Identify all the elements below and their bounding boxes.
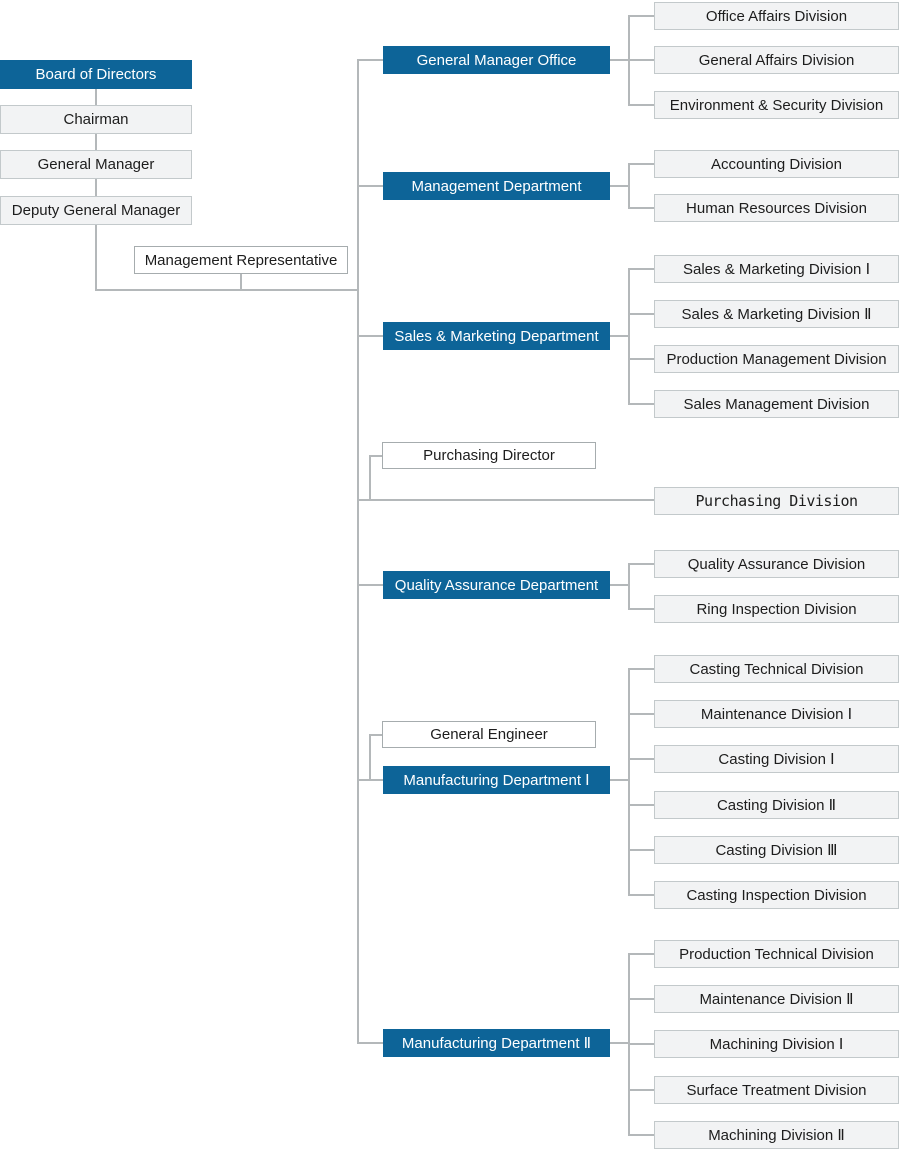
connector-line	[628, 849, 654, 851]
connector-line	[628, 563, 630, 610]
node-maintenance-division-1: Maintenance Division Ⅰ	[654, 700, 899, 728]
node-casting-division-2: Casting Division Ⅱ	[654, 791, 899, 819]
node-chairman: Chairman	[0, 105, 192, 134]
node-accounting-division: Accounting Division	[654, 150, 899, 178]
connector-line	[628, 608, 654, 610]
connector-line	[628, 1089, 654, 1091]
connector-line	[628, 894, 654, 896]
node-production-management-division: Production Management Division	[654, 345, 899, 373]
connector-line	[95, 289, 359, 291]
node-general-engineer: General Engineer	[382, 721, 596, 748]
connector-line	[628, 59, 654, 61]
node-sales-marketing-department: Sales & Marketing Department	[383, 322, 610, 350]
connector-line	[628, 268, 654, 270]
node-purchasing-division: Purchasing Division	[654, 487, 899, 515]
connector-line	[628, 668, 654, 670]
connector-line	[357, 59, 359, 1044]
node-machining-division-2: Machining Division Ⅱ	[654, 1121, 899, 1149]
connector-line	[628, 313, 654, 315]
node-human-resources-division: Human Resources Division	[654, 194, 899, 222]
connector-line	[628, 163, 630, 209]
connector-line	[240, 273, 242, 291]
connector-line	[628, 758, 654, 760]
connector-line	[628, 358, 654, 360]
connector-line	[628, 668, 630, 896]
connector-line	[610, 59, 630, 61]
node-general-affairs-division: General Affairs Division	[654, 46, 899, 74]
node-manufacturing-department-1: Manufacturing Department Ⅰ	[383, 766, 610, 794]
connector-line	[628, 713, 654, 715]
connector-line	[628, 998, 654, 1000]
connector-line	[369, 734, 382, 736]
connector-line	[628, 953, 654, 955]
node-environment-security-division: Environment & Security Division	[654, 91, 899, 119]
connector-line	[357, 185, 383, 187]
node-machining-division-1: Machining Division Ⅰ	[654, 1030, 899, 1058]
connector-line	[357, 499, 654, 501]
node-management-department: Management Department	[383, 172, 610, 200]
node-general-manager-office: General Manager Office	[383, 46, 610, 74]
connector-line	[610, 185, 630, 187]
connector-line	[610, 584, 630, 586]
node-management-representative: Management Representative	[134, 246, 348, 274]
connector-line	[357, 335, 383, 337]
node-surface-treatment-division: Surface Treatment Division	[654, 1076, 899, 1104]
connector-line	[369, 455, 371, 501]
node-manufacturing-department-2: Manufacturing Department Ⅱ	[383, 1029, 610, 1057]
connector-line	[357, 1042, 383, 1044]
connector-line	[628, 268, 630, 405]
connector-line	[628, 207, 654, 209]
connector-line	[357, 59, 383, 61]
connector-line	[628, 163, 654, 165]
node-casting-division-1: Casting Division Ⅰ	[654, 745, 899, 773]
node-office-affairs-division: Office Affairs Division	[654, 2, 899, 30]
connector-line	[369, 734, 371, 781]
connector-line	[628, 1134, 654, 1136]
node-sales-marketing-division-1: Sales & Marketing Division Ⅰ	[654, 255, 899, 283]
node-purchasing-director: Purchasing Director	[382, 442, 596, 469]
node-quality-assurance-division: Quality Assurance Division	[654, 550, 899, 578]
node-deputy-general-manager: Deputy General Manager	[0, 196, 192, 225]
node-ring-inspection-division: Ring Inspection Division	[654, 595, 899, 623]
node-board-of-directors: Board of Directors	[0, 60, 192, 89]
connector-line	[369, 455, 382, 457]
connector-line	[628, 104, 654, 106]
connector-line	[628, 15, 654, 17]
connector-line	[628, 1043, 654, 1045]
node-quality-assurance-department: Quality Assurance Department	[383, 571, 610, 599]
connector-line	[628, 563, 654, 565]
node-casting-technical-division: Casting Technical Division	[654, 655, 899, 683]
node-general-manager: General Manager	[0, 150, 192, 179]
connector-line	[357, 584, 383, 586]
connector-line	[628, 403, 654, 405]
connector-line	[610, 779, 630, 781]
connector-line	[628, 804, 654, 806]
connector-line	[95, 89, 97, 291]
node-casting-inspection-division: Casting Inspection Division	[654, 881, 899, 909]
connector-line	[610, 1042, 630, 1044]
node-production-technical-division: Production Technical Division	[654, 940, 899, 968]
connector-line	[610, 335, 630, 337]
node-maintenance-division-2: Maintenance Division Ⅱ	[654, 985, 899, 1013]
node-casting-division-3: Casting Division Ⅲ	[654, 836, 899, 864]
node-sales-marketing-division-2: Sales & Marketing Division Ⅱ	[654, 300, 899, 328]
node-sales-management-division: Sales Management Division	[654, 390, 899, 418]
